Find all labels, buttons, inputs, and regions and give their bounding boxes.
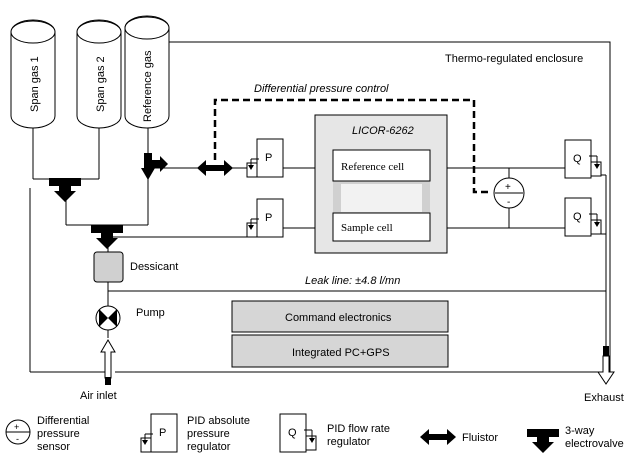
enclosure-border-top-right	[160, 41, 611, 372]
cylinder-span-gas-1: Span gas 1	[10, 19, 56, 129]
licor-analyzer: LICOR-6262 Reference cell Sample cell	[314, 114, 448, 254]
legend-pid-pressure-line: PID absolute	[187, 415, 250, 427]
sample-cell	[332, 212, 431, 242]
integrated-pc-label: Integrated PC+GPS	[292, 347, 390, 359]
dessicant	[93, 251, 124, 283]
command-electronics-label: Command electronics	[285, 312, 392, 324]
legend-diff-sensor-icon: + -	[5, 419, 31, 445]
command-electronics-box	[231, 300, 449, 333]
exhaust-label: Exhaust	[584, 392, 624, 404]
integrated-pc-box	[231, 334, 449, 368]
legend-pressure-regulator-icon	[140, 413, 178, 453]
svg-text:-: -	[507, 197, 510, 208]
reference-cell-label: Reference cell	[341, 161, 404, 173]
legend-pid-pressure-line: pressure	[187, 428, 230, 440]
pid-flow-regulator	[564, 139, 602, 179]
exhaust-arrow	[597, 346, 615, 385]
sample-cell-label: Sample cell	[341, 222, 393, 234]
cylinder-span-gas-2: Span gas 2	[76, 19, 122, 129]
air-inlet-label: Air inlet	[80, 390, 117, 402]
legend: + - Differential pressure sensor PID abs…	[5, 413, 624, 453]
licor-label: LICOR-6262	[352, 125, 414, 137]
cylinder-label: Span gas 1	[29, 56, 41, 112]
dessicant-label: Dessicant	[130, 261, 178, 273]
reference-cell	[332, 149, 431, 182]
svg-text:-: -	[16, 434, 19, 444]
svg-text:+: +	[505, 182, 511, 193]
pump-icon	[95, 305, 121, 331]
legend-diff-sensor-line: pressure	[37, 428, 80, 440]
legend-pid-flow-line: PID flow rate	[327, 423, 390, 435]
legend-pid-flow-line: regulator	[327, 436, 371, 448]
legend-diff-sensor-line: Differential	[37, 415, 89, 427]
legend-electrovalve-icon	[527, 429, 559, 453]
enclosure-label: Thermo-regulated enclosure	[445, 53, 583, 65]
legend-electrovalve-line: 3-way	[565, 425, 595, 437]
pid-pressure-regulator	[246, 138, 284, 178]
differential-pressure-sensor: + -	[493, 177, 525, 209]
cylinder-label: Reference gas	[142, 50, 154, 122]
leak-line-label: Leak line: ±4.8 l/mn	[305, 275, 400, 287]
legend-fluistor-label: Fluistor	[462, 432, 498, 444]
pid-pressure-regulator	[246, 198, 284, 238]
legend-fluistor-icon	[420, 429, 456, 445]
cylinder-reference-gas: Reference gas	[124, 15, 170, 129]
electrovalve-icon	[141, 153, 168, 180]
air-inlet-arrow	[100, 339, 116, 385]
fluistor-icon	[197, 160, 233, 176]
legend-electrovalve-line: electrovalve	[565, 438, 624, 450]
electrovalve-icon	[49, 178, 81, 202]
legend-diff-sensor-line: sensor	[37, 441, 70, 453]
legend-pid-pressure-line: regulator	[187, 441, 231, 453]
diff-control-label: Differential pressure control	[254, 83, 389, 95]
legend-flow-regulator-icon	[279, 413, 317, 453]
pid-flow-regulator	[564, 197, 602, 237]
pump-label: Pump	[136, 307, 165, 319]
diff-pressure-control-line	[213, 98, 488, 194]
svg-text:+: +	[14, 422, 19, 432]
cylinder-label: Span gas 2	[95, 56, 107, 112]
